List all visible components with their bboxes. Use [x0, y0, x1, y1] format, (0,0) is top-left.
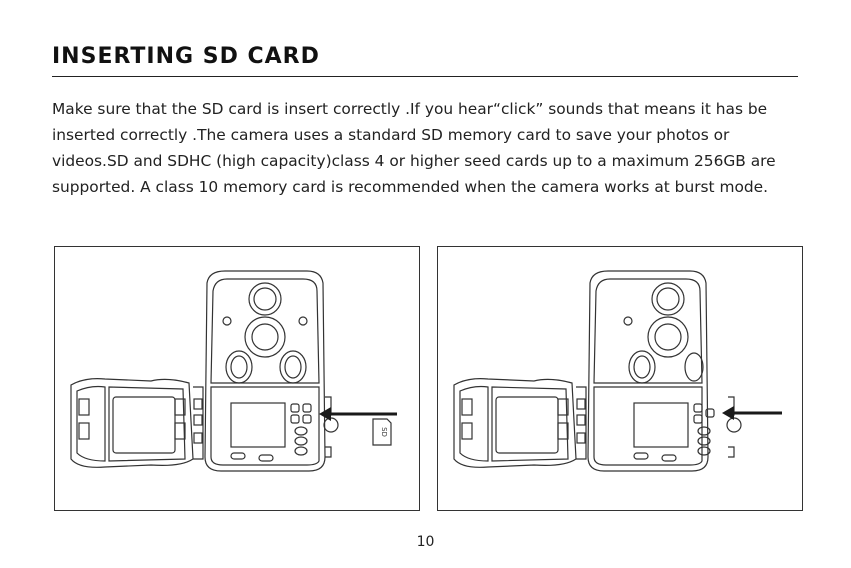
page-title: INSERTING SD CARD [52, 44, 320, 69]
arrow-icon [722, 406, 782, 420]
sd-card-icon [372, 418, 392, 446]
figure-insert-card: SD [54, 246, 420, 511]
camera-door-panel [453, 378, 587, 468]
camera-lens-icon [244, 282, 286, 358]
camera-illustration-open: SD [70, 270, 397, 472]
camera-buttons [633, 403, 715, 462]
camera-lens-icon [647, 282, 689, 358]
title-divider [52, 76, 798, 77]
camera-screen [633, 402, 689, 448]
camera-buttons [230, 403, 312, 462]
instruction-paragraph: Make sure that the SD card is insert cor… [52, 100, 776, 196]
sd-card-label: SD [380, 427, 388, 437]
camera-body [587, 270, 709, 472]
camera-illustration-inserted [453, 270, 782, 472]
ir-led-icon [623, 316, 704, 384]
camera-door-panel [70, 378, 204, 468]
page-number: 10 [416, 534, 435, 550]
figure-card-inserted [437, 246, 803, 511]
ir-led-icon [222, 316, 308, 384]
camera-screen [230, 402, 286, 448]
arrow-icon [319, 407, 397, 421]
